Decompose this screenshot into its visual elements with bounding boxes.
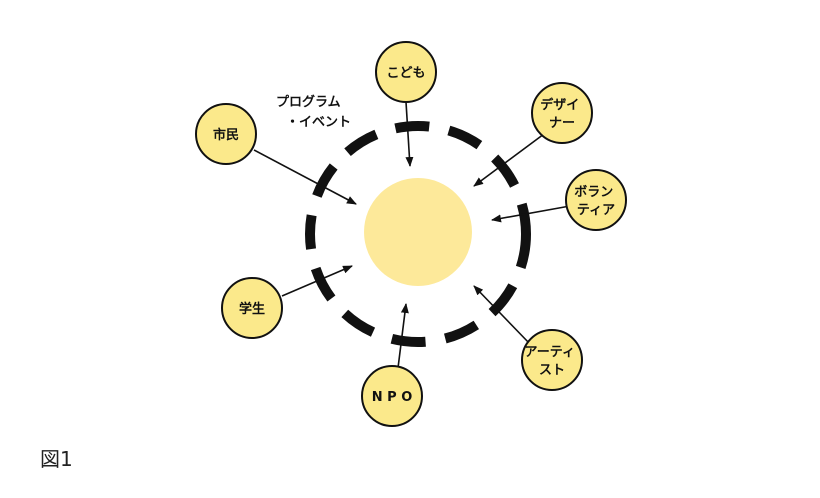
- arrow-kodomo: [405, 101, 414, 167]
- node-kodomo: こども: [375, 41, 437, 103]
- svg-text:こども: こども: [386, 66, 425, 81]
- arrow-npo: [397, 303, 409, 369]
- node-artist: アーティ スト: [521, 329, 583, 391]
- node-artist-line-2: スト: [539, 363, 565, 378]
- node-volunteer-line-1: ボラン: [574, 184, 613, 200]
- program-event-ring: [305, 121, 531, 347]
- node-volunteer-line-2: ティア: [577, 203, 615, 218]
- svg-text:アーティ スト: アーティ スト: [525, 345, 580, 378]
- node-student: 学生: [221, 277, 283, 339]
- arrow-student: [281, 265, 353, 297]
- node-student-label: 学生: [239, 301, 265, 317]
- svg-text:市民: 市民: [213, 127, 239, 143]
- arrows: [253, 101, 571, 369]
- arrow-designer: [473, 133, 545, 187]
- node-npo-label: N P O: [372, 390, 413, 405]
- ring-label-line-1: プログラム: [276, 94, 341, 110]
- arrow-artist: [473, 285, 531, 345]
- center-circle: [364, 178, 472, 286]
- node-designer-line-1: デザイ: [540, 97, 579, 113]
- svg-text:学生: 学生: [239, 301, 265, 317]
- node-citizen: 市民: [195, 103, 257, 165]
- node-npo: N P O: [361, 365, 423, 427]
- node-citizen-label: 市民: [213, 127, 239, 143]
- node-volunteer: ボラン ティア: [565, 169, 627, 231]
- ring-label-line-2: ・イベント: [286, 115, 351, 130]
- svg-text:デザイ ナー: デザイ ナー: [540, 97, 584, 131]
- arrow-citizen: [253, 149, 357, 205]
- arrow-volunteer: [491, 205, 571, 223]
- svg-text:ボラン ティア: ボラン ティア: [574, 184, 618, 218]
- node-kodomo-label: こども: [386, 66, 425, 81]
- node-designer-line-2: ナー: [549, 116, 575, 131]
- node-designer: デザイ ナー: [531, 82, 593, 144]
- svg-text:N P O: N P O: [372, 390, 413, 405]
- node-artist-line-1: アーティ: [525, 345, 575, 360]
- ring-label: プログラム ・イベント: [276, 94, 351, 130]
- figure-label: 図1: [40, 447, 73, 471]
